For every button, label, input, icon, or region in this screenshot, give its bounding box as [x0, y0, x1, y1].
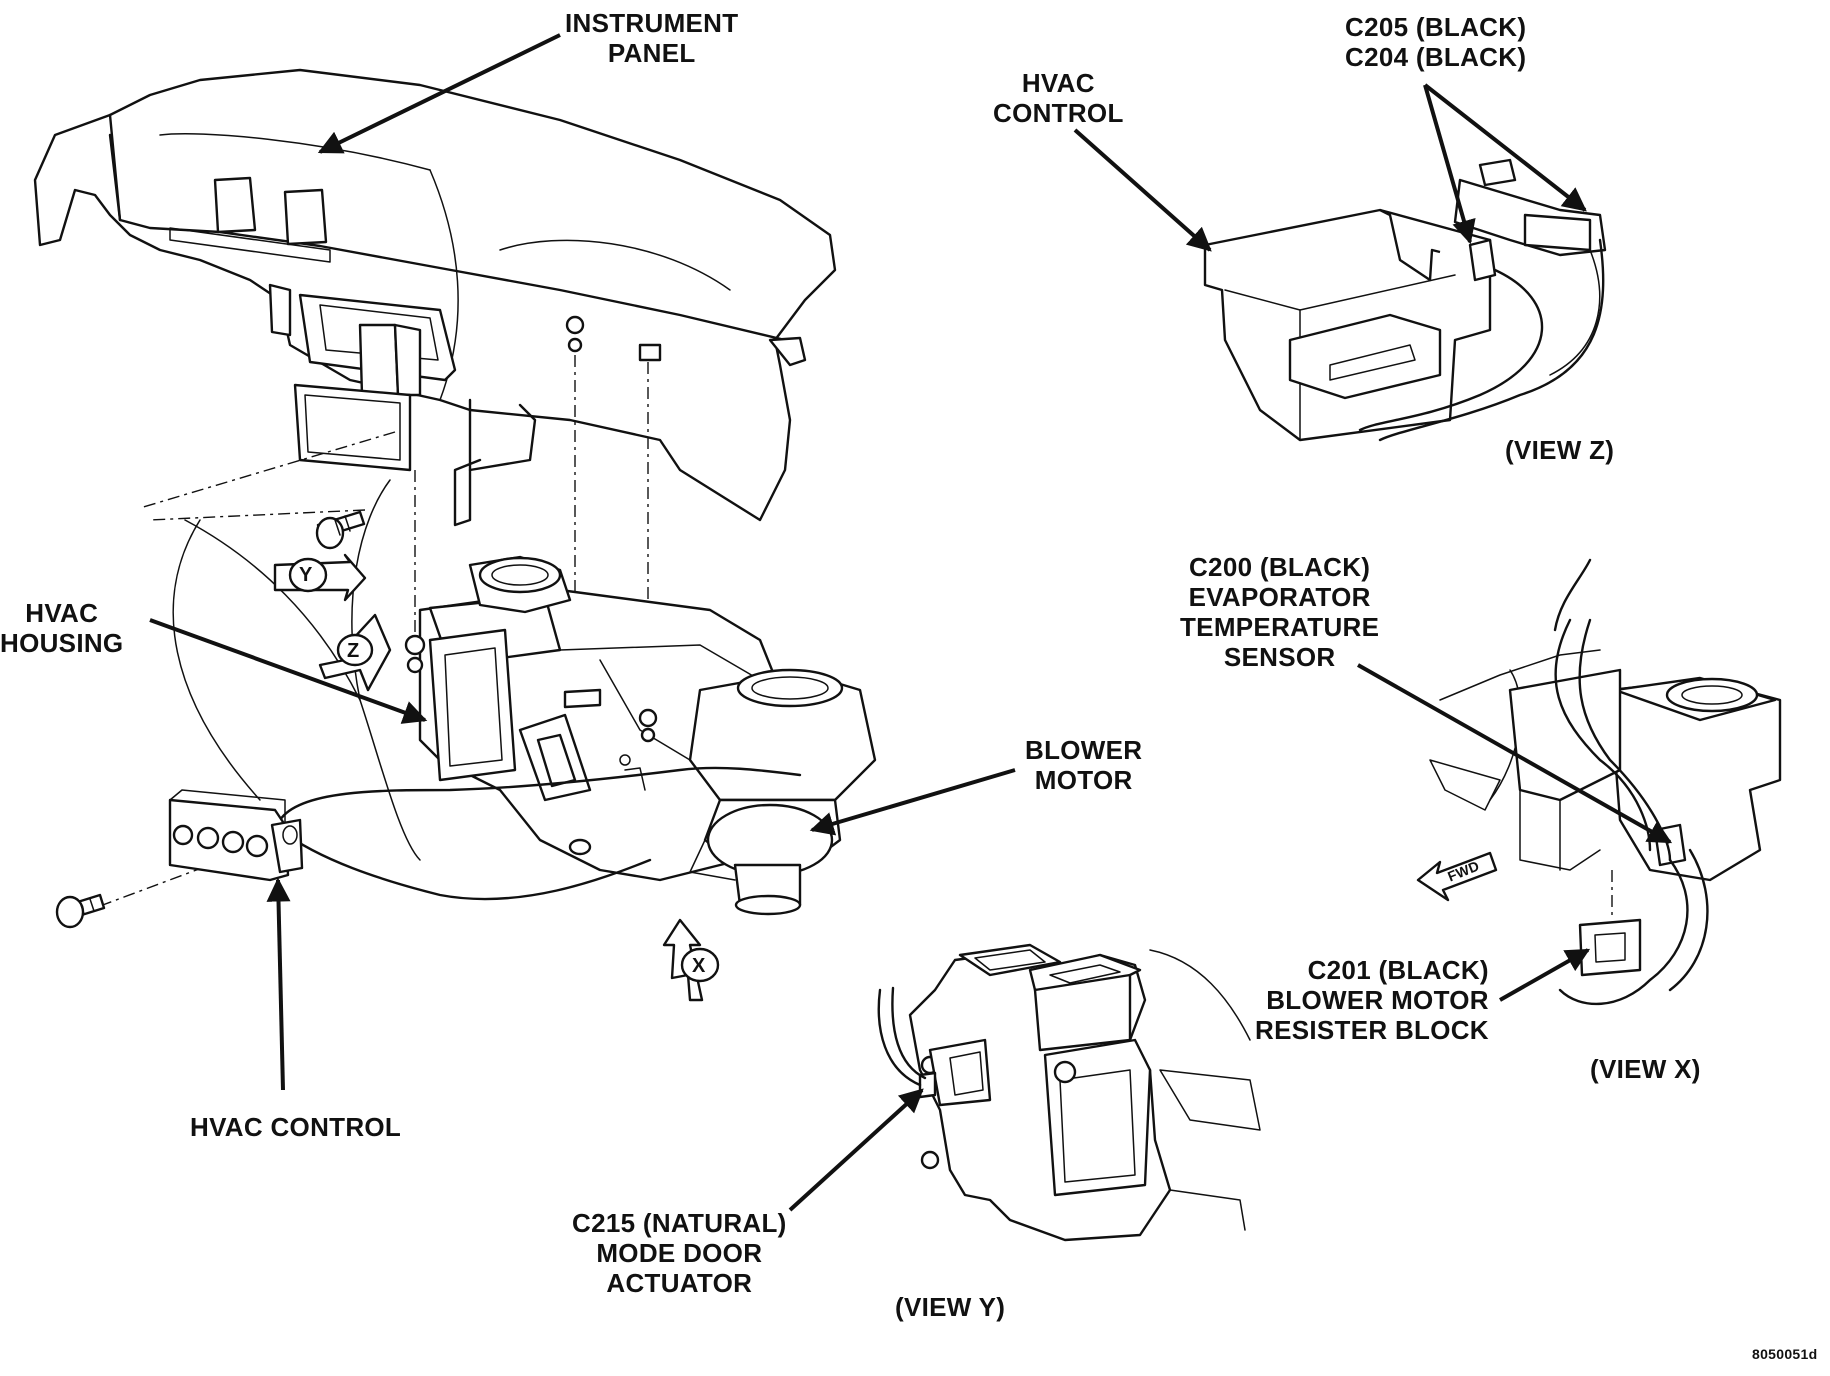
screw-top [315, 510, 366, 550]
view-x-drawing [1429, 558, 1782, 1006]
label-view-x: (VIEW X) [1590, 1054, 1701, 1084]
view-marker-x-letter: X [692, 955, 706, 977]
fwd-arrow [1416, 851, 1498, 902]
view-marker-y-letter: Y [299, 564, 313, 586]
view-marker-z-letter: Z [347, 640, 360, 662]
view-marker-z [318, 613, 392, 692]
label-c215-mode-door-actuator: C215 (NATURAL) MODE DOOR ACTUATOR [572, 1208, 787, 1298]
blower-motor-drawing [688, 668, 877, 916]
label-hvac-control-top: HVAC CONTROL [993, 68, 1124, 128]
leader-arrows [149, 33, 1673, 1212]
label-view-y: (VIEW Y) [895, 1292, 1006, 1322]
hvac-control-module [168, 789, 304, 882]
label-blower-motor: BLOWER MOTOR [1025, 735, 1143, 795]
label-c201-resister-block: C201 (BLACK) BLOWER MOTOR RESISTER BLOCK [1255, 955, 1489, 1045]
label-hvac-control-bottom: HVAC CONTROL [190, 1112, 402, 1142]
hvac-housing-drawing [404, 555, 802, 882]
label-c200-evaporator-sensor: C200 (BLACK) EVAPORATOR TEMPERATURE SENS… [1180, 552, 1380, 672]
view-marker-x [662, 918, 720, 1002]
label-hvac-housing: HVAC HOUSING [0, 598, 124, 658]
instrument-panel-drawing [33, 68, 837, 527]
view-y-drawing [877, 943, 1261, 1242]
figure-id: 8050051d [1752, 1346, 1818, 1362]
screw-bottom [55, 893, 106, 929]
view-z-drawing [1203, 158, 1607, 442]
label-instrument-panel: INSTRUMENT PANEL [565, 8, 739, 68]
view-marker-y [273, 553, 367, 602]
label-view-z: (VIEW Z) [1505, 435, 1615, 465]
label-c205-c204: C205 (BLACK) C204 (BLACK) [1345, 12, 1527, 72]
